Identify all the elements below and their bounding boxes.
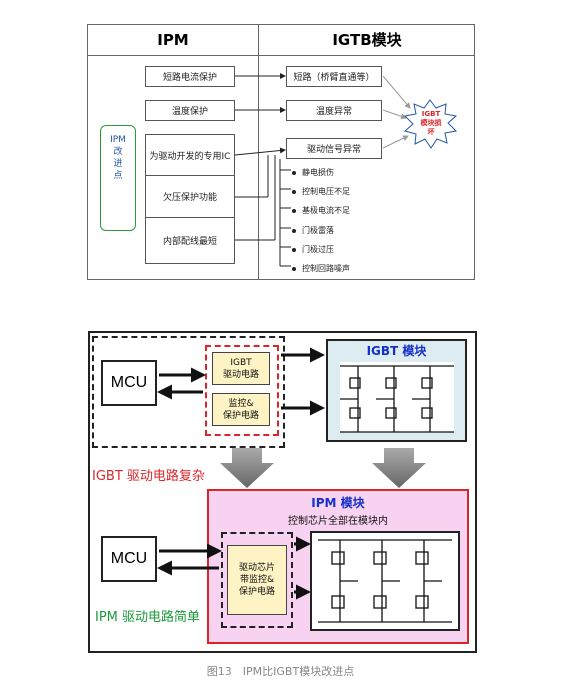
header-igtb: IGTB模块 xyxy=(332,31,402,49)
sub-item-base-current: 基极电流不足 xyxy=(292,205,350,216)
mcu-bottom: MCU xyxy=(101,536,157,582)
igbt-drive-red-border xyxy=(205,345,279,436)
burst-icon xyxy=(403,99,458,149)
top-connectors xyxy=(234,73,458,267)
ipm-improvement-box xyxy=(100,125,136,231)
sub-item-control-voltage: 控制电压不足 xyxy=(292,186,350,197)
left-item-dedicated-ic: 为驱动开发的专用IC xyxy=(145,134,235,176)
column-divider xyxy=(258,25,259,279)
ipm-bridge-schematic xyxy=(318,539,452,623)
ipm-drive-chip: 驱动芯片 带监控& 保护电路 xyxy=(227,545,287,615)
left-item-wiring: 内部配线最短 xyxy=(145,218,235,264)
down-arrow-left xyxy=(220,448,274,488)
right-item-temperature: 温度异常 xyxy=(286,100,382,121)
ipm-chip-dashed xyxy=(221,532,293,628)
bottom-drawings xyxy=(157,347,454,623)
right-item-short-circuit: 短路（桥臂直通等） xyxy=(286,66,382,87)
sub-item-static: 静电损伤 xyxy=(292,167,334,178)
right-item-drive-signal: 驱动信号异常 xyxy=(286,138,382,159)
monitor-protect-circuit: 监控& 保护电路 xyxy=(212,393,270,426)
left-item-temperature: 温度保护 xyxy=(145,100,235,121)
ipm-improvement-label: IPM 改 进 点 xyxy=(110,135,126,181)
header-ipm: IPM xyxy=(157,31,189,49)
mcu-top: MCU xyxy=(101,360,157,406)
left-item-undervoltage: 欠压保护功能 xyxy=(145,176,235,218)
sub-item-gate-drop: 门极雷落 xyxy=(292,225,334,236)
sub-item-control-noise: 控制回路噪声 xyxy=(292,263,350,274)
igbt-bridge-schematic xyxy=(340,362,454,433)
burst-label: IGBT 模块损 坏 xyxy=(420,110,442,136)
ipm-simple-label: IPM 驱动电路简单 xyxy=(95,610,201,625)
down-arrow-right xyxy=(372,448,426,488)
igbt-complex-label: IGBT 驱动电路复杂 xyxy=(92,469,205,484)
sub-item-gate-overvoltage: 门极过压 xyxy=(292,244,334,255)
igbt-drive-region xyxy=(92,336,285,448)
igbt-module-title: IGBT 模块 xyxy=(366,344,427,358)
header-divider xyxy=(88,55,474,56)
left-item-short-circuit: 短路电流保护 xyxy=(145,66,235,87)
igbt-drive-circuit: IGBT 驱动电路 xyxy=(212,352,270,385)
ipm-module-title: IPM 模块 xyxy=(311,496,365,510)
figure-caption: 图13 IPM比IGBT模块改进点 xyxy=(206,665,355,678)
ipm-module-subtitle: 控制芯片全部在模块内 xyxy=(288,516,388,527)
